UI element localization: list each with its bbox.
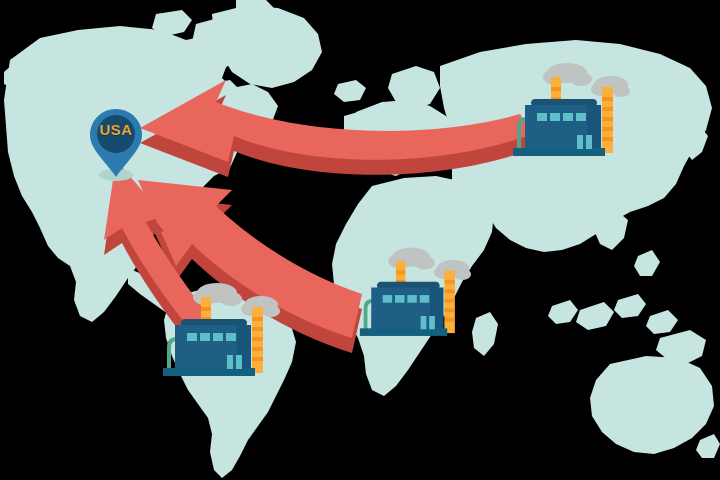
- arrow-asia-to-usa: [140, 80, 532, 177]
- land-australia: [590, 356, 714, 454]
- land-southeast-asia: [594, 210, 628, 250]
- land-japan: [684, 126, 708, 160]
- arrow-asia-shadow: [140, 95, 532, 177]
- land-alaska: [4, 48, 70, 90]
- pin-inner-circle: [97, 115, 135, 153]
- land-philippines: [634, 250, 660, 276]
- land-middle-east: [452, 160, 508, 212]
- arrow-africa-body: [138, 180, 362, 338]
- land-greenland: [212, 6, 322, 88]
- land-arctic-island-d: [200, 54, 230, 74]
- factory-building: [163, 319, 255, 376]
- pin-label: USA: [99, 122, 133, 139]
- land-indonesia-c: [548, 300, 578, 324]
- map-pin-icon: [90, 109, 142, 181]
- land-arctic-island-c: [236, 0, 274, 16]
- land-iceland: [334, 80, 366, 102]
- land-new-guinea: [656, 330, 706, 364]
- factory-windows: [187, 333, 242, 369]
- land-india: [530, 184, 586, 248]
- factory-windows: [537, 113, 592, 149]
- arrow-samerica-body: [104, 160, 228, 354]
- factory-windows: [382, 295, 435, 330]
- land-indonesia-b: [614, 294, 646, 318]
- land-uk: [344, 112, 364, 134]
- land-scandinavia: [388, 66, 440, 110]
- land-indonesia-a: [576, 302, 614, 330]
- land-indonesia-d: [646, 310, 678, 334]
- africa-factory[interactable]: [352, 240, 476, 354]
- land-arctic-island-b: [152, 10, 192, 36]
- arrow-africa-to-usa: [138, 180, 362, 353]
- land-arctic-island-a: [192, 18, 228, 50]
- land-madagascar: [472, 312, 498, 356]
- south-america-factory[interactable]: [155, 275, 285, 395]
- land-new-zealand: [696, 434, 720, 458]
- asia-factory[interactable]: [505, 55, 635, 175]
- arrow-asia-body: [140, 80, 532, 162]
- usa-map-pin[interactable]: USA: [85, 105, 147, 185]
